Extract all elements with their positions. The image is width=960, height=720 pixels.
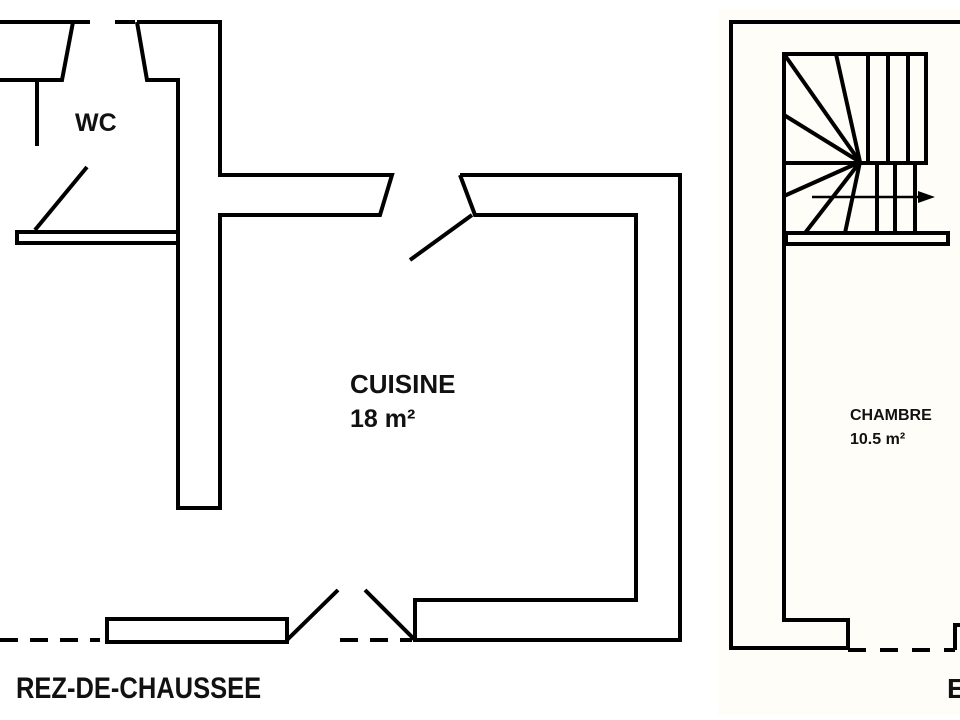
- entry-door-left: [285, 588, 340, 642]
- ground-floor-walls: [0, 20, 682, 644]
- window-sill: [105, 617, 289, 644]
- level-label-upper: E: [947, 673, 960, 704]
- wc-shelf: [15, 230, 180, 245]
- wc-door-swing: [33, 165, 89, 232]
- upper-floor-walls: [729, 20, 960, 652]
- level-label-ground: REZ-DE-CHAUSSEE: [16, 672, 262, 705]
- upper-floor-panel: [718, 10, 960, 715]
- room-label-cuisine: CUISINE: [350, 369, 456, 399]
- kitchen-door-swing: [408, 213, 474, 262]
- room-label-chambre: CHAMBRE: [850, 407, 932, 424]
- room-area-cuisine: 18 m²: [350, 405, 416, 433]
- staircase: [782, 52, 950, 246]
- room-area-chambre: 10.5 m²: [850, 431, 906, 448]
- room-label-wc: WC: [75, 109, 117, 137]
- entry-door-right: [363, 588, 417, 642]
